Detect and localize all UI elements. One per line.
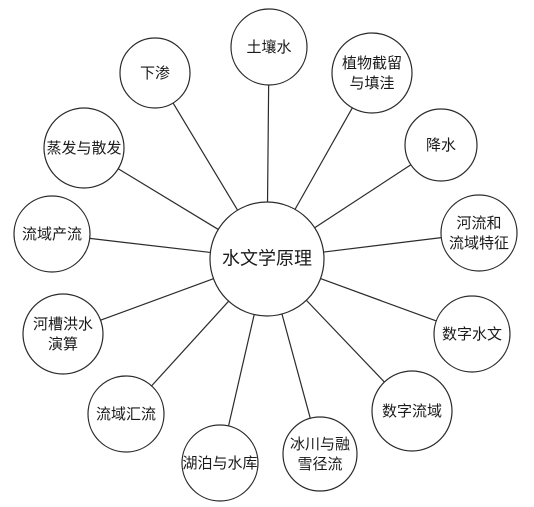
node-circle-precipitation [404,108,478,182]
node-circle-evapotranspiration [43,107,125,189]
node-circle-soil-water [230,8,308,86]
node-circle-infiltration [119,37,191,109]
node-label-channel-flood-routing-line-1: 河槽洪水 [33,315,93,333]
node-circle-basin-confluence [87,375,165,453]
node-precipitation: 降水 [404,108,478,182]
node-label-glacier-snowmelt-line-1: 冰川与融 [290,435,350,453]
node-circle-glacier-snowmelt [282,416,358,492]
connector-infiltration [172,102,239,211]
node-infiltration: 下渗 [119,37,191,109]
connector-river-basin [323,237,442,253]
node-circle-lake-reservoir [181,424,259,502]
node-digital-basin: 数字流域 [371,370,453,452]
connector-runoff-generation [89,237,211,254]
node-label-lake-reservoir: 湖泊与水库 [182,454,257,472]
center-node-circle [209,201,325,317]
connector-lake-reservoir [227,314,255,427]
node-label-digital-hydrology: 数字水文 [442,325,502,343]
node-label-soil-water: 土壤水 [246,38,291,56]
connector-glacier-snowmelt [281,313,311,419]
node-label-infiltration: 下渗 [140,64,170,82]
connector-lines [89,84,442,427]
node-circle-digital-hydrology [433,295,511,373]
node-label-river-basin-line-1: 河流和 [456,214,501,232]
node-soil-water: 土壤水 [230,8,308,86]
node-circle-digital-basin [371,370,453,452]
connector-interception [294,107,353,210]
node-runoff-generation: 流域产流 [13,195,91,273]
node-label-glacier-snowmelt-line-2: 雪径流 [297,455,342,473]
node-evapotranspiration: 蒸发与散发 [43,107,125,189]
node-digital-hydrology: 数字水文 [433,295,511,373]
connector-channel-flood-routing [100,278,214,321]
node-label-runoff-generation: 流域产流 [22,225,82,243]
connector-digital-hydrology [320,278,437,322]
node-label-precipitation: 降水 [426,136,456,154]
node-circle-interception [331,32,413,114]
center-node: 水文学原理 [209,201,325,317]
node-label-evapotranspiration: 蒸发与散发 [46,139,121,157]
node-label-basin-confluence: 流域汇流 [96,405,156,423]
connector-evapotranspiration [117,168,219,230]
node-label-channel-flood-routing-line-2: 演算 [48,335,78,353]
node-label-digital-basin: 数字流域 [382,402,442,420]
node-circle-runoff-generation [13,195,91,273]
topic-nodes: 土壤水植物截留与填洼降水河流和流域特征数字水文数字流域冰川与融雪径流湖泊与水库流… [13,8,518,502]
node-basin-confluence: 流域汇流 [87,375,165,453]
node-label-interception-line-1: 植物截留 [342,54,402,72]
node-label-river-basin-line-2: 流域特征 [449,234,509,252]
connector-soil-water [266,84,270,203]
node-label-interception-line-2: 与填洼 [349,74,394,92]
center-node-label: 水文学原理 [222,249,312,270]
node-circle-channel-flood-routing [22,293,104,375]
node-lake-reservoir: 湖泊与水库 [181,424,259,502]
connector-digital-basin [305,299,385,383]
connector-basin-confluence [151,300,230,387]
connector-precipitation [314,164,412,229]
node-circle-river-basin [440,194,518,272]
